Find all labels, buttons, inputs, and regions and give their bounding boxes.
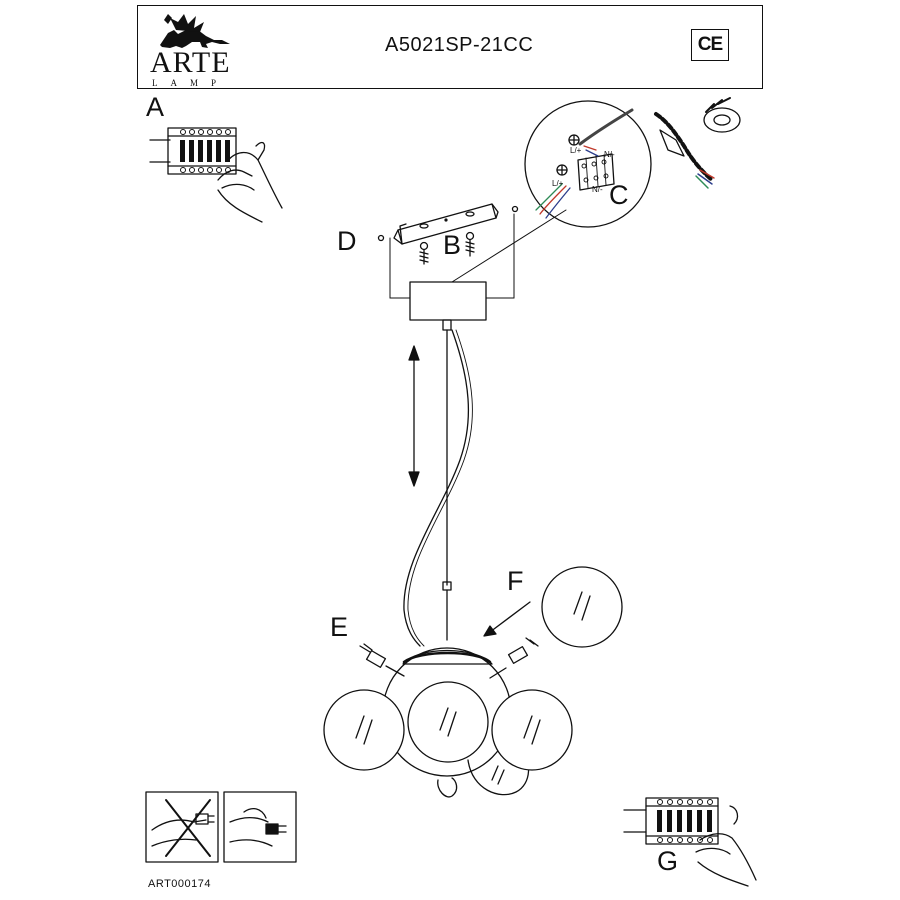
side-screw-d xyxy=(377,205,519,242)
label-c: C xyxy=(609,180,629,210)
model-number: A5021SP-21CC xyxy=(385,34,534,56)
ceiling-canopy xyxy=(409,281,487,321)
bulb-handling-correct-panel xyxy=(223,791,297,863)
bracket-screw-left xyxy=(419,241,429,265)
label-e: E xyxy=(330,612,349,642)
label-g: G xyxy=(657,846,679,876)
label-a: A xyxy=(146,92,165,122)
insulation-tape-icon xyxy=(654,97,741,189)
terminal-label-live-top: L/+ xyxy=(570,146,582,155)
header-frame xyxy=(137,5,763,89)
glass-globe-center xyxy=(407,681,489,763)
socket-arm-left xyxy=(359,643,405,677)
brand-subtitle: LAMP xyxy=(152,78,230,88)
article-number: ART000174 xyxy=(148,878,212,890)
mounting-bracket xyxy=(393,203,499,245)
terminal-label-neutral-top: N/- xyxy=(604,150,615,159)
brand-name: ARTE xyxy=(150,46,231,79)
assembly-guide-lines xyxy=(389,209,567,299)
terminal-block-detail-a xyxy=(149,127,283,223)
terminal-block-detail-g xyxy=(623,797,757,887)
wiring-detail-c: L/+ N/- L/+ N/- xyxy=(524,100,652,228)
canopy-cable-grip xyxy=(442,319,452,331)
terminal-label-live-bottom: L/+ xyxy=(552,179,564,188)
terminal-label-neutral-bottom: N/- xyxy=(592,185,603,194)
glass-globe-right xyxy=(491,689,573,771)
glass-globe-left xyxy=(323,689,405,771)
griffin-logo-icon xyxy=(160,14,230,48)
install-arrow-icon xyxy=(483,601,531,637)
socket-arm-right xyxy=(489,637,539,679)
label-b: B xyxy=(443,230,462,260)
label-f: F xyxy=(507,566,524,596)
glass-globe-f xyxy=(541,566,623,648)
height-adjust-arrow-icon xyxy=(408,345,420,487)
label-d: D xyxy=(337,226,357,256)
bracket-screw-right xyxy=(465,231,475,257)
bulb-handling-wrong-panel xyxy=(145,791,219,863)
ce-mark: CE xyxy=(691,29,729,61)
power-cord xyxy=(403,329,470,647)
